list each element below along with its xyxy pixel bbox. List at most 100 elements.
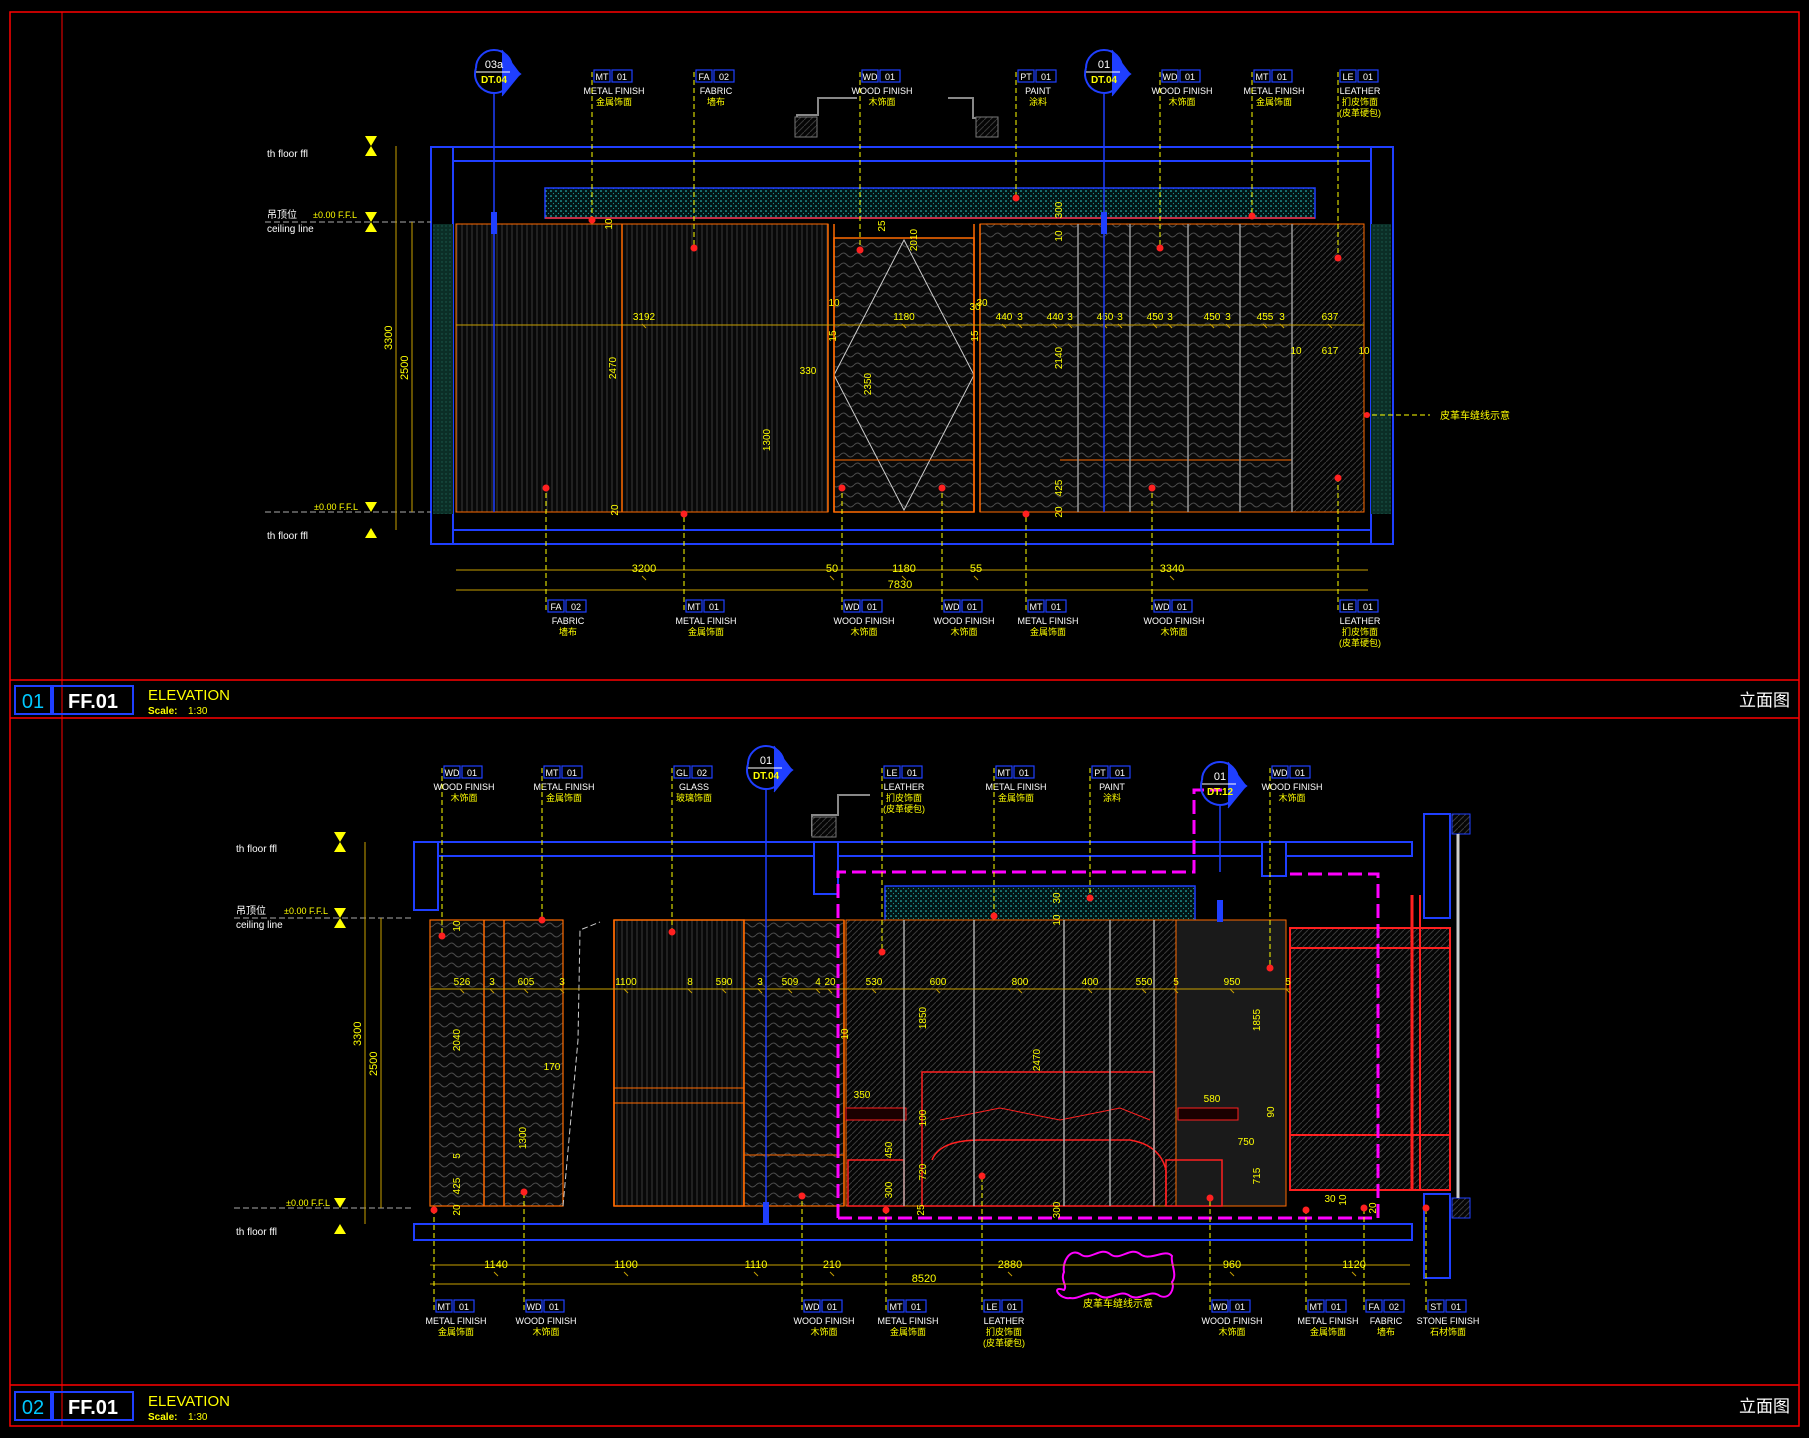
tag-code: WD <box>845 602 860 612</box>
tag-code: MT <box>688 602 701 612</box>
tag-material-cn: 墙布 <box>707 96 725 107</box>
tag-code: LE <box>986 1302 997 1312</box>
tag-material-cn: 木饰面 <box>450 792 477 803</box>
dimension-text: 1855 <box>1252 1008 1263 1031</box>
leader-dot <box>1022 510 1030 518</box>
stitch-note: 皮革车缝线示意 <box>1440 409 1510 422</box>
tag-material-en: LEATHER <box>984 1316 1025 1326</box>
leader-dot <box>538 916 546 924</box>
tag-number: 02 <box>1389 1302 1399 1312</box>
dimension-text: 1850 <box>918 1006 929 1029</box>
tag-material-en: GLASS <box>679 782 709 792</box>
dimension-text: 3 <box>1167 312 1173 323</box>
tag-number: 01 <box>459 1302 469 1312</box>
dimension-text: 605 <box>518 977 535 988</box>
dimension-text: 2880 <box>998 1259 1022 1271</box>
dimension-text: 1110 <box>745 1259 768 1271</box>
dimension-text: 5 <box>1173 977 1179 988</box>
tag-material-en: LEATHER <box>884 782 925 792</box>
panel-number: 01 <box>22 691 44 713</box>
tag-number: 01 <box>1041 72 1051 82</box>
leader-dot <box>1334 254 1342 262</box>
dimension-text: 10 <box>1290 346 1302 357</box>
leader-dot <box>542 484 550 492</box>
tag-material-en: METAL FINISH <box>985 782 1046 792</box>
dim-total: 7830 <box>888 579 912 591</box>
tag-code: MT <box>438 1302 451 1312</box>
dimension-text: 425 <box>1054 479 1065 496</box>
wall-panels <box>429 788 1451 1300</box>
dimension-text: 600 <box>930 977 947 988</box>
wall-section <box>413 794 1471 1279</box>
ceiling-cn-label: 吊顶位 <box>236 904 266 917</box>
scale-value: 1:30 <box>188 1412 208 1423</box>
leader-dot <box>798 1192 806 1200</box>
tag-number: 01 <box>549 1302 559 1312</box>
dimension-text: 2010 <box>909 228 920 251</box>
dimension-text: 450 <box>1204 312 1221 323</box>
tag-code: MT <box>1310 1302 1323 1312</box>
dimension-text: 950 <box>1224 977 1241 988</box>
tag-number: 01 <box>567 768 577 778</box>
tag-material-en: METAL FINISH <box>877 1316 938 1326</box>
tag-material-en: METAL FINISH <box>1017 616 1078 626</box>
dimension-text: 10 <box>840 1028 851 1040</box>
bottom-floor-label: th floor ffl <box>267 531 308 542</box>
dimension-text: 580 <box>1204 1094 1221 1105</box>
top-floor-label: th floor ffl <box>267 149 308 160</box>
dimension-text: 1140 <box>484 1259 508 1271</box>
dimension-text: 3200 <box>632 563 656 575</box>
dimension-text: 55 <box>970 563 982 575</box>
scale-label: Scale: <box>148 706 177 717</box>
dimension-text: 450 <box>1097 312 1114 323</box>
dimension-text: 10 <box>1338 1194 1349 1206</box>
tag-code: FA <box>698 72 709 82</box>
wall-section <box>430 97 1394 545</box>
tag-material-cn: 金属饰面 <box>688 626 724 637</box>
dimension-text: 20 <box>610 504 621 516</box>
leader-dot <box>990 912 998 920</box>
dimension-text: 10 <box>452 920 463 932</box>
misc-dimensions: 1020401701300542520101850247035010045030… <box>452 892 1379 1218</box>
leader-dot <box>520 1188 528 1196</box>
tag-material-cn: 涂料 <box>1029 96 1047 107</box>
dim-2500: 2500 <box>399 356 411 380</box>
panel-title: ELEVATION <box>148 687 230 704</box>
dimension-text: 590 <box>716 977 733 988</box>
leader-dot <box>838 484 846 492</box>
leader-dot <box>882 1206 890 1214</box>
dimension-text: 1120 <box>1342 1259 1366 1271</box>
ceiling-ffl-label: ±0.00 F.F.L <box>284 906 328 916</box>
tag-material-cn: 金属饰面 <box>998 792 1034 803</box>
dimension-text: 1300 <box>762 428 773 451</box>
tag-material-cn: 木饰面 <box>1218 1326 1245 1337</box>
tag-material-cn: 石材饰面 <box>1430 1326 1466 1337</box>
tag-material-en: WOOD FINISH <box>1152 86 1213 96</box>
dimension-text: 3 <box>757 977 763 988</box>
tag-material-en: METAL FINISH <box>583 86 644 96</box>
dimension-text: 300 <box>884 1181 895 1198</box>
dimension-text: 1300 <box>518 1126 529 1149</box>
dimension-text: 400 <box>1082 977 1099 988</box>
tag-material-en: LEATHER <box>1340 86 1381 96</box>
tag-material-cn: 涂料 <box>1103 792 1121 803</box>
panel-seams <box>483 920 1155 1206</box>
dimension-text: 440 <box>1047 312 1064 323</box>
tag-number: 01 <box>1331 1302 1341 1312</box>
tag-material-en: METAL FINISH <box>675 616 736 626</box>
tag-material-en: STONE FINISH <box>1417 1316 1480 1326</box>
